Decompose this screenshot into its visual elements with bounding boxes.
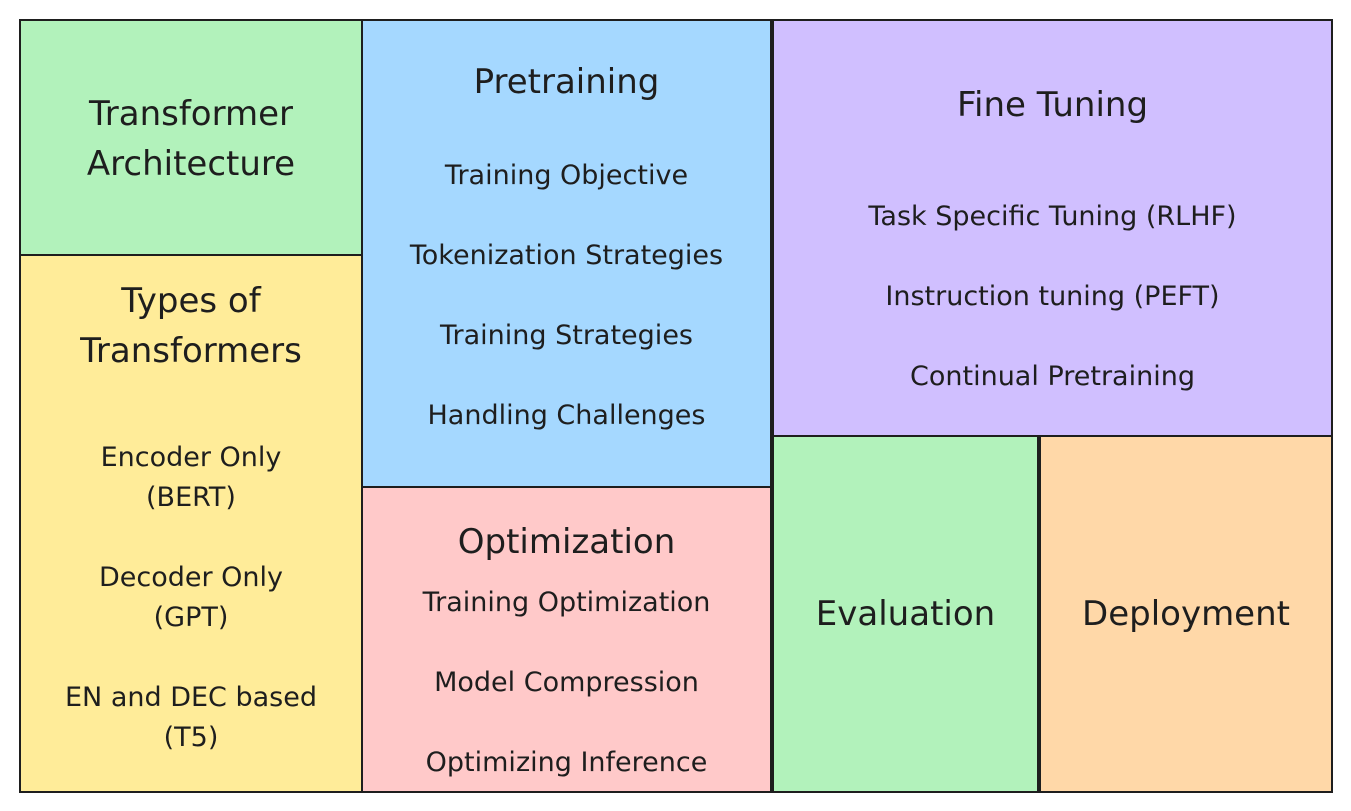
evaluation-title: Evaluation [815,594,996,634]
optimization-item: Training Optimization [422,587,711,618]
type-en-dec-line1: EN and DEC based [64,682,317,713]
fine-tuning-box: Fine Tuning Task Specific Tuning (RLHF) … [772,19,1333,437]
deployment-title: Deployment [1082,594,1290,634]
pretraining-title: Pretraining [473,62,660,102]
fine-tuning-item: Task Specific Tuning (RLHF) [868,201,1237,232]
optimization-title: Optimization [457,522,676,562]
type-en-dec-line2: (T5) [163,722,219,753]
types-of-transformers-title-line1: Types of [121,281,261,321]
type-decoder-only-line1: Decoder Only [98,562,284,593]
transformer-architecture-title-line2: Architecture [86,144,296,184]
pretraining-item: Tokenization Strategies [409,240,724,271]
pretraining-item: Training Strategies [439,320,693,351]
optimization-item: Model Compression [434,667,699,698]
pretraining-item: Handling Challenges [427,400,706,431]
transformer-architecture-box: Transformer Architecture [19,19,363,256]
type-decoder-only-line2: (GPT) [153,602,229,633]
type-encoder-only-line1: Encoder Only [100,442,282,473]
fine-tuning-item: Continual Pretraining [910,361,1195,392]
optimization-item: Optimizing Inference [425,747,708,778]
evaluation-box: Evaluation [772,435,1039,793]
fine-tuning-title: Fine Tuning [956,85,1149,125]
type-encoder-only-line2: (BERT) [146,482,236,513]
types-of-transformers-title-line2: Transformers [80,331,302,371]
pretraining-item: Training Objective [444,160,689,191]
fine-tuning-item: Instruction tuning (PEFT) [885,281,1220,312]
types-of-transformers-box: Types of Transformers Encoder Only (BERT… [19,254,363,793]
deployment-box: Deployment [1039,435,1333,793]
transformer-architecture-title-line1: Transformer [88,94,294,134]
pretraining-box: Pretraining Training Objective Tokenizat… [361,19,772,488]
optimization-box: Optimization Training Optimization Model… [361,486,772,793]
